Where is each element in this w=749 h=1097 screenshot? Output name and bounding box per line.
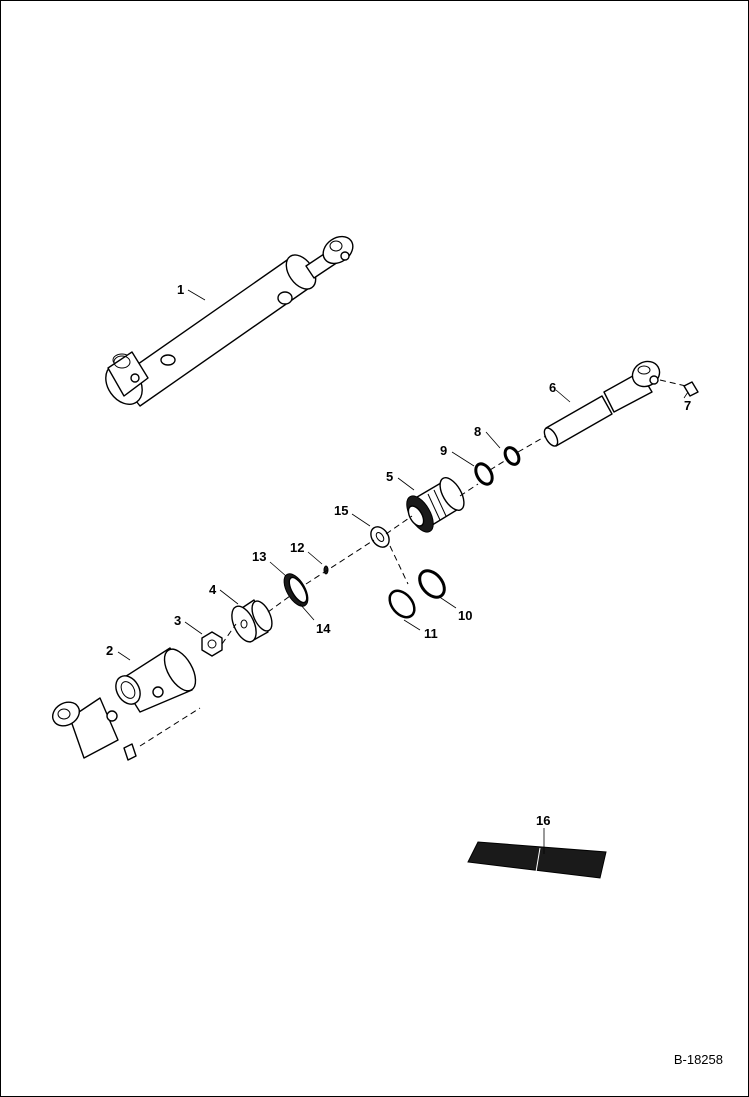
- part-8-wiper: [503, 446, 521, 466]
- figure-id: B-18258: [673, 1052, 723, 1067]
- part-3-nut: [201, 631, 223, 657]
- part-5-head: [406, 477, 465, 533]
- part-13-14-piston-seal: [283, 573, 309, 607]
- callout-4: 4: [209, 582, 217, 597]
- part-7-grease-fitting: [683, 381, 699, 397]
- part-16-decal: [467, 841, 607, 879]
- callout-3: 3: [174, 613, 181, 628]
- callout-labels: 1 2 3 4 5 6 7 8 9 10 11 12 13 14 15 16: [106, 282, 691, 828]
- part-11-seal-ring: [388, 589, 416, 619]
- callout-7: 7: [684, 398, 691, 413]
- callout-6: 6: [549, 380, 556, 395]
- part-15-washer: [370, 526, 390, 548]
- part-4-piston: [231, 599, 273, 643]
- callout-12: 12: [290, 540, 304, 555]
- part-1-cylinder-assembly: [105, 235, 354, 407]
- callout-5: 5: [386, 469, 393, 484]
- callout-9: 9: [440, 443, 447, 458]
- callout-13: 13: [252, 549, 266, 564]
- callout-10: 10: [458, 608, 472, 623]
- part-2-barrel: [51, 647, 197, 761]
- assembly-centerline: [139, 379, 687, 747]
- part-6-rod: [543, 360, 661, 447]
- part-10-seal: [418, 569, 446, 599]
- callout-1: 1: [177, 282, 184, 297]
- leader-lines: [117, 289, 689, 854]
- callout-11: 11: [424, 626, 438, 641]
- callout-14: 14: [316, 621, 331, 636]
- part-9-wear-ring: [474, 462, 494, 486]
- callout-15: 15: [334, 503, 348, 518]
- callout-16: 16: [536, 813, 550, 828]
- callout-8: 8: [474, 424, 481, 439]
- callout-2: 2: [106, 643, 113, 658]
